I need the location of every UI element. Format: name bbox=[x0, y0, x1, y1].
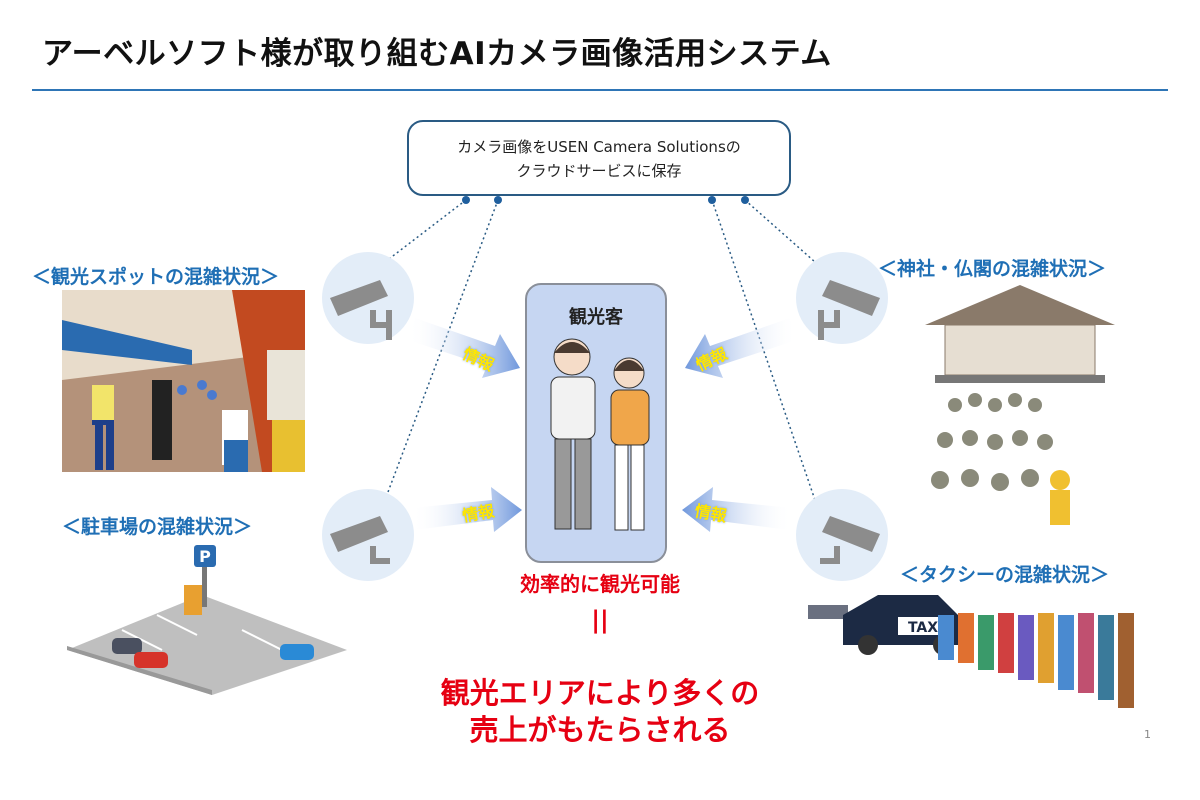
equals-sign: || bbox=[591, 606, 609, 634]
info-arrow bbox=[408, 318, 520, 378]
tourist-spot-image bbox=[62, 290, 305, 472]
section-label-parking: ＜駐車場の混雑状況＞ bbox=[62, 516, 253, 538]
info-arrow bbox=[412, 487, 522, 532]
taxi-image: TAX bbox=[808, 595, 1134, 708]
tourists-illustration bbox=[550, 338, 650, 531]
title-divider bbox=[32, 89, 1168, 91]
tourist-box: 観光客 bbox=[525, 283, 667, 563]
section-label-shrine: ＜神社・仏閣の混雑状況＞ bbox=[878, 258, 1107, 280]
cloud-storage-box: カメラ画像をUSEN Camera Solutionsの クラウドサービスに保存 bbox=[407, 120, 791, 196]
benefit-text: 効率的に観光可能 bbox=[520, 572, 680, 596]
section-label-taxi: ＜タクシーの混雑状況＞ bbox=[900, 564, 1110, 586]
link-dot bbox=[741, 196, 749, 204]
link-dot bbox=[708, 196, 716, 204]
info-arrow bbox=[682, 487, 792, 532]
link-dot bbox=[494, 196, 502, 204]
slide-title: アーベルソフト様が取り組むAIカメラ画像活用システム bbox=[42, 36, 832, 72]
result-text-line2: 売上がもたらされる bbox=[469, 713, 731, 747]
link-dot bbox=[462, 196, 470, 204]
parking-image: P bbox=[67, 545, 347, 695]
page-number: 1 bbox=[1144, 728, 1151, 741]
section-label-tourist-spot: ＜観光スポットの混雑状況＞ bbox=[32, 266, 280, 288]
parking-sign: P bbox=[199, 547, 211, 566]
info-arrow bbox=[685, 318, 797, 378]
taxi-sign: TAX bbox=[908, 620, 938, 636]
cloud-text-line1: カメラ画像をUSEN Camera Solutionsの bbox=[457, 138, 741, 156]
result-text-line1: 観光エリアにより多くの bbox=[440, 676, 760, 710]
cloud-text-line2: クラウドサービスに保存 bbox=[516, 162, 682, 180]
tourist-label: 観光客 bbox=[569, 307, 623, 328]
shrine-image bbox=[925, 285, 1115, 525]
camera-icon bbox=[330, 280, 880, 564]
